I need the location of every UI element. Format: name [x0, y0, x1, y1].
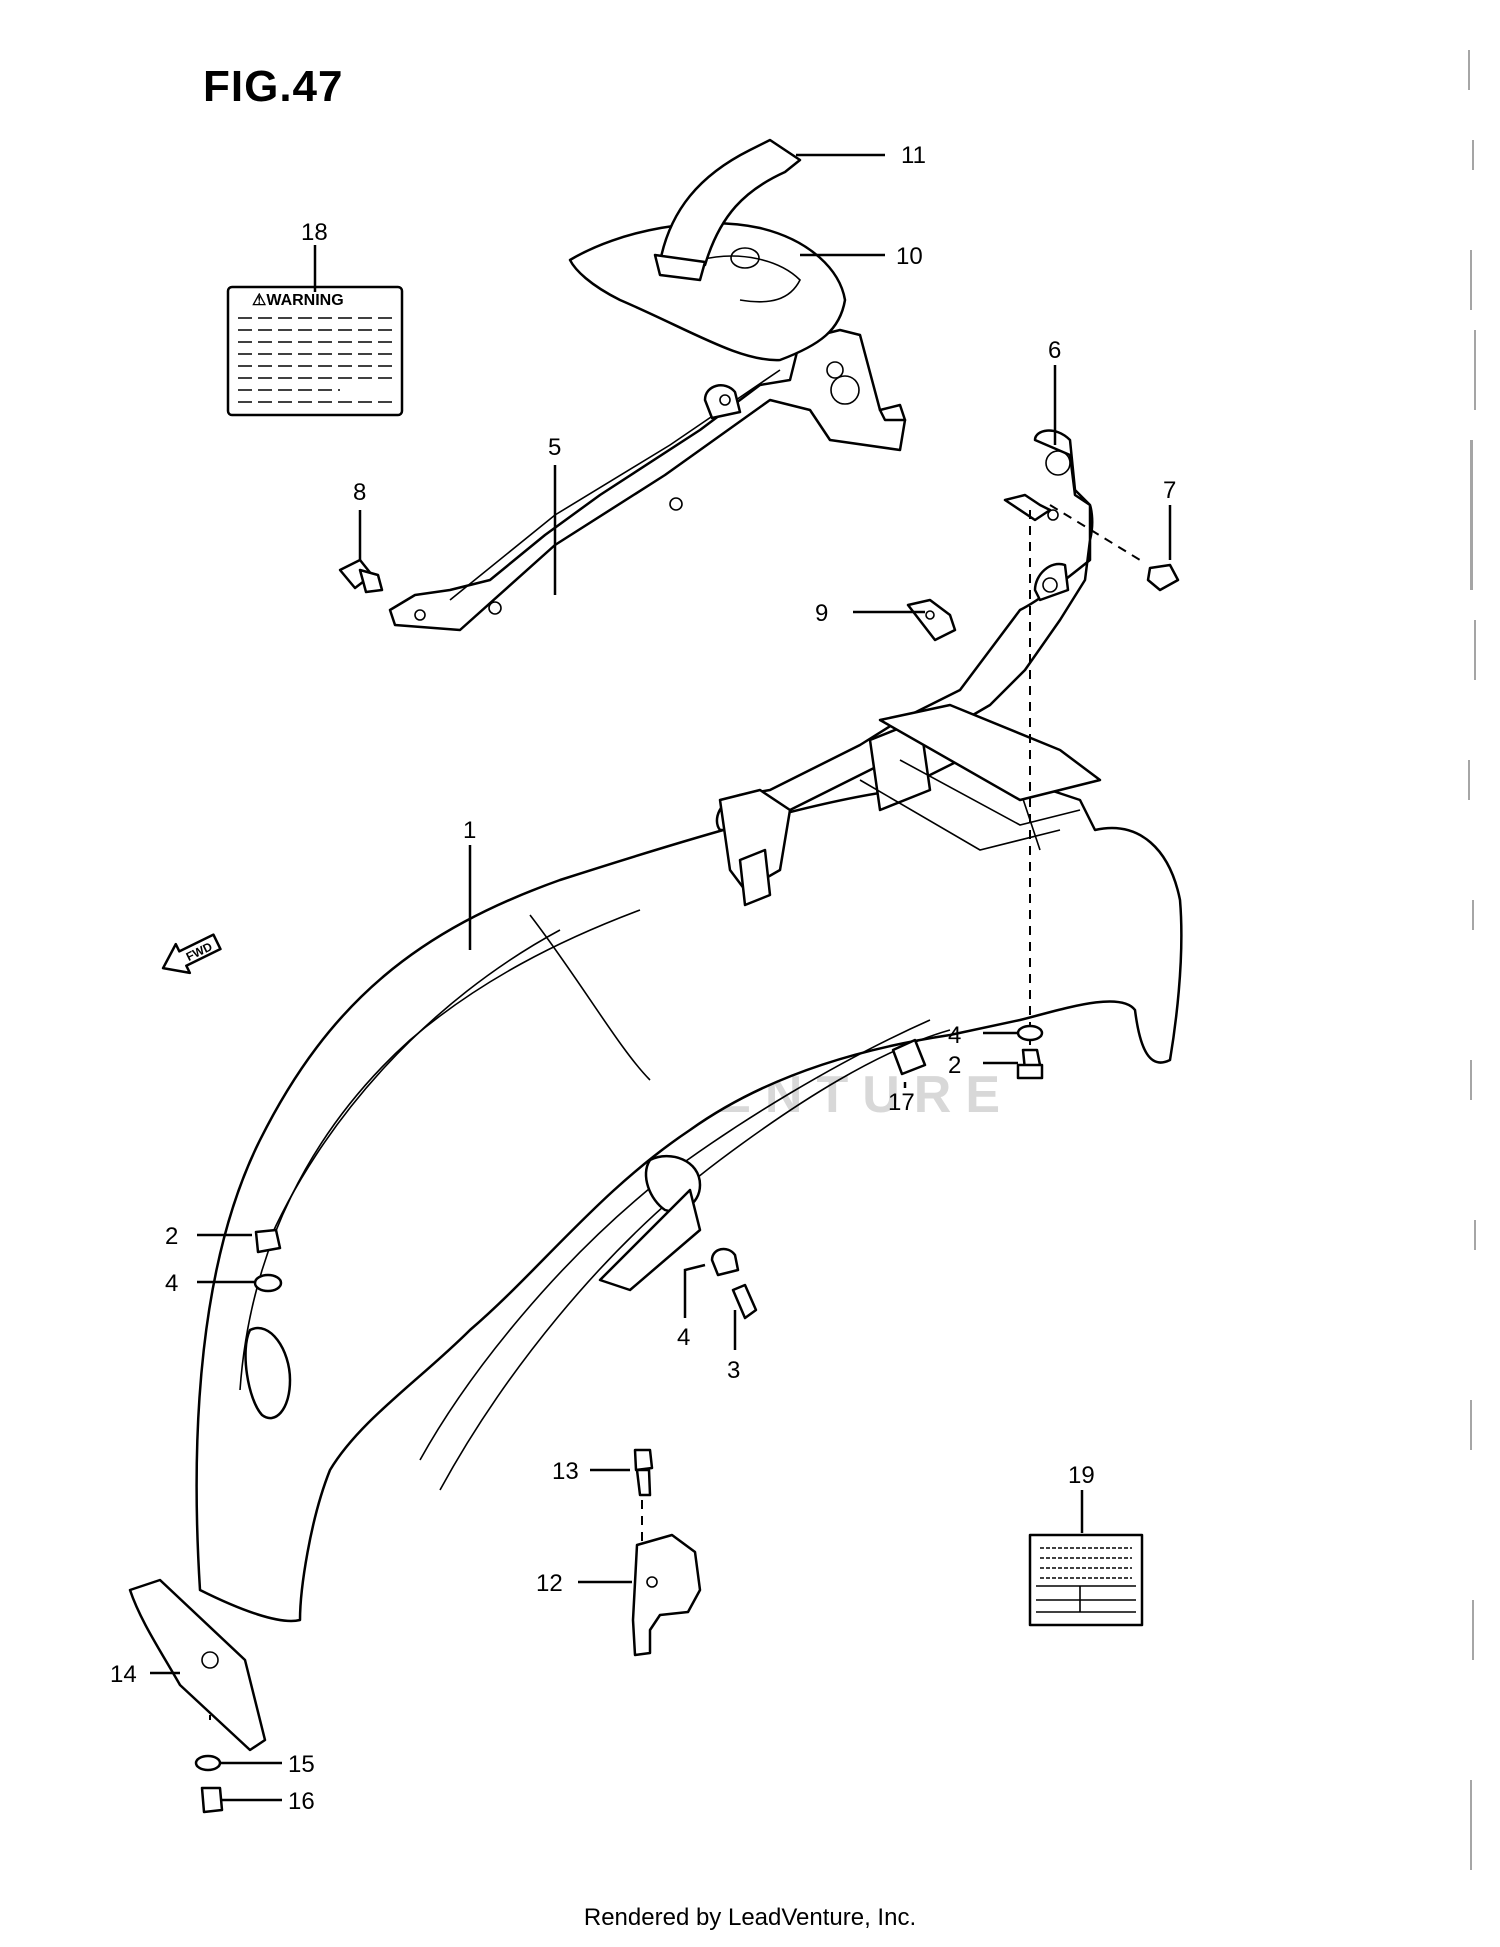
mud-flap-14 [128, 1578, 267, 1752]
clamp-12 [631, 1533, 702, 1657]
callout-16: 16 [288, 1788, 315, 1815]
callout-17: 17 [888, 1089, 915, 1116]
bolt-7 [1146, 563, 1180, 592]
callout-13: 13 [552, 1458, 579, 1485]
callout-1: 1 [463, 817, 476, 844]
bolt-13 [633, 1448, 654, 1497]
callout-11: 11 [901, 142, 926, 169]
callout-10: 10 [896, 243, 923, 270]
rear-fender [195, 758, 1183, 1623]
callout-3: 3 [727, 1357, 740, 1384]
callout-2-right: 2 [948, 1052, 961, 1079]
callout-18: 18 [301, 219, 328, 246]
callout-19: 19 [1068, 1462, 1095, 1489]
callout-8: 8 [353, 479, 366, 506]
rear-support-bracket [388, 328, 907, 632]
bolt-3 [731, 1283, 758, 1320]
information-label [1028, 1533, 1144, 1627]
callout-9: 9 [815, 600, 828, 627]
callout-7: 7 [1163, 477, 1176, 504]
callout-4-left: 4 [165, 1270, 178, 1297]
warning-label-heading: ⚠WARNING [252, 292, 344, 309]
callout-12: 12 [536, 1570, 563, 1597]
assembly-line-bolt-7 [1049, 504, 1141, 561]
bolt-2-left [254, 1228, 282, 1254]
bolt-2-right [1016, 1048, 1044, 1080]
callout-15: 15 [288, 1751, 315, 1778]
carrier-stay [715, 429, 1102, 907]
callout-5: 5 [548, 434, 561, 461]
washer-4-left [253, 1273, 283, 1293]
forward-arrow: FWD [161, 933, 222, 975]
washer-15 [194, 1754, 222, 1772]
washer-4-center [710, 1247, 740, 1277]
tool-bag-strap [653, 138, 802, 282]
warning-label: ⚠WARNING [226, 285, 404, 417]
washer-4-right [1016, 1024, 1044, 1042]
callout-4-right: 4 [948, 1022, 961, 1049]
callouts: 11 10 18 5 6 7 8 9 1 4 2 17 2 4 4 3 13 1… [110, 142, 1176, 1815]
bolt-16 [200, 1786, 224, 1814]
leader-lines [150, 153, 1172, 1802]
scan-edge-noise [1468, 50, 1476, 1870]
footer-credit: Rendered by LeadVenture, Inc. [583, 1904, 917, 1931]
callout-14: 14 [110, 1661, 137, 1688]
callout-4-center: 4 [677, 1324, 690, 1351]
bolt-8 [338, 558, 384, 594]
washer-17 [891, 1038, 927, 1076]
callout-6: 6 [1048, 337, 1061, 364]
callout-2-left: 2 [165, 1223, 178, 1250]
figure-title: FIG.47 [203, 62, 344, 111]
